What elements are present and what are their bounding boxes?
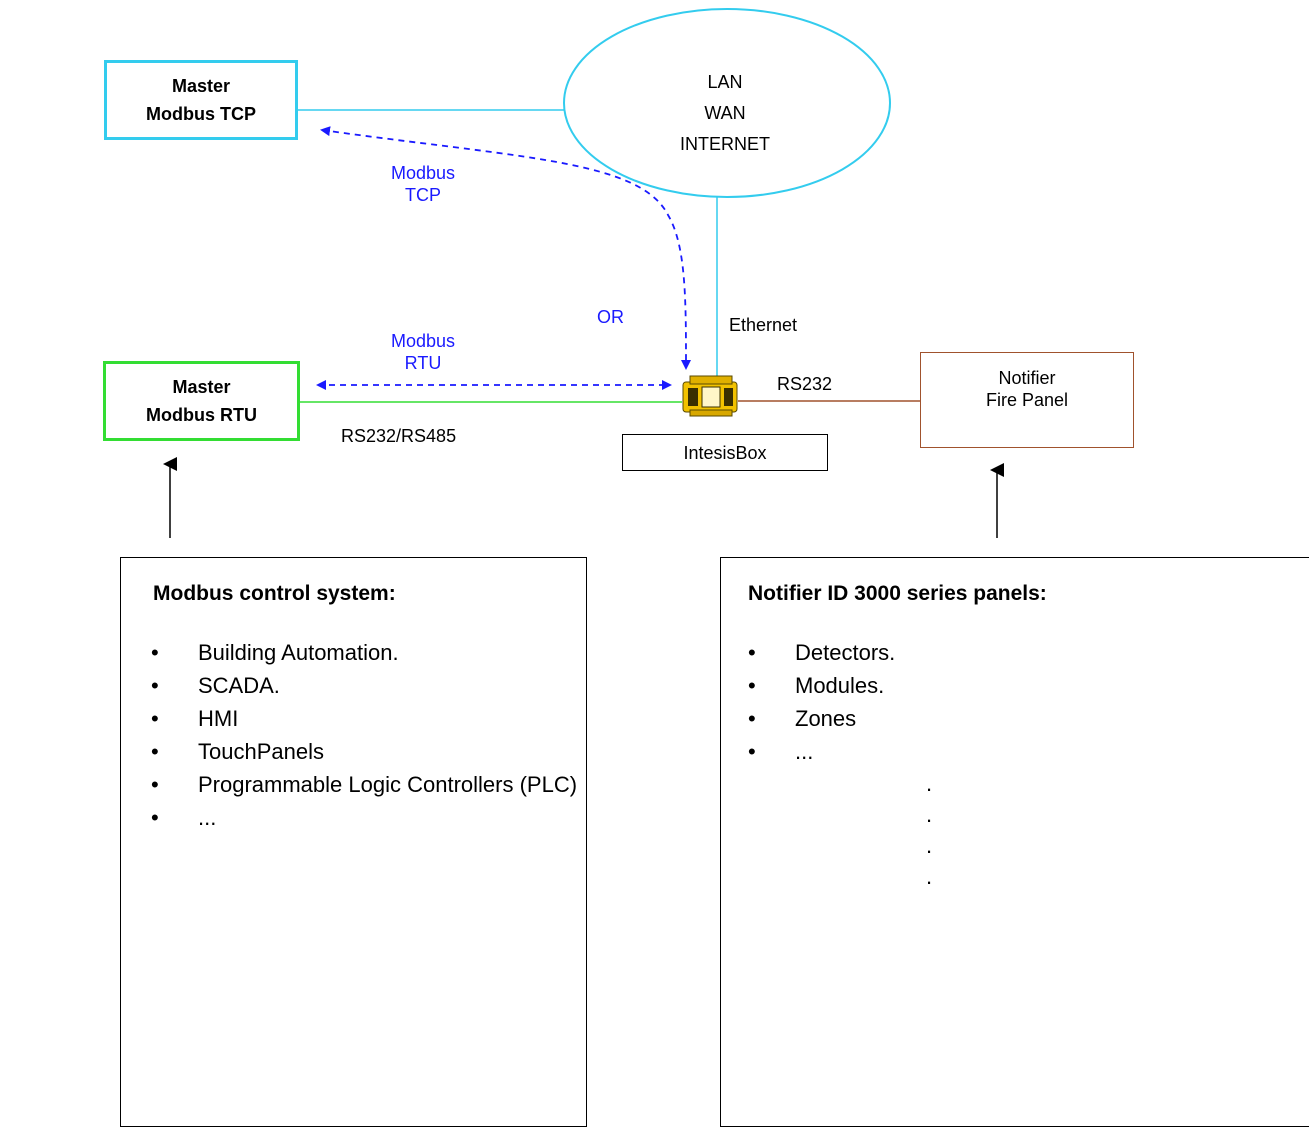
intesisbox-label: IntesisBox	[683, 442, 767, 463]
list-item-text: Building Automation.	[198, 640, 399, 665]
modbus-tcp-arrow	[320, 126, 691, 370]
notifier-panels-panel: Notifier ID 3000 series panels: • Detecto…	[720, 557, 1309, 1127]
rs232-rs485-label: RS232/RS485	[341, 426, 457, 446]
network-cloud-label: LAN WAN INTERNET	[640, 65, 810, 161]
list-item: • Programmable Logic Controllers (PLC)	[151, 768, 577, 801]
bullet-icon: •	[748, 640, 756, 665]
master-tcp-line1: Master	[171, 76, 231, 96]
master-modbus-tcp-box: Master Modbus TCP	[104, 60, 298, 140]
bullet-icon: •	[748, 706, 756, 731]
modbus-rtu-label-line2: RTU	[404, 353, 442, 373]
list-item: • Modules.	[748, 669, 895, 702]
intesisbox-label-box: IntesisBox	[622, 434, 828, 471]
dot: .	[926, 864, 933, 889]
network-internet: INTERNET	[680, 133, 770, 154]
ethernet-label: Ethernet	[729, 315, 798, 335]
network-cloud	[563, 8, 891, 198]
list-item-text: Zones	[795, 706, 857, 731]
modbus-control-system-list: • Building Automation. • SCADA. • HMI • Touc…	[151, 636, 577, 834]
network-lan: LAN	[707, 71, 743, 92]
master-modbus-rtu-box: Master Modbus RTU	[103, 361, 300, 441]
intesisbox-device-icon	[682, 375, 738, 417]
list-item: • Building Automation.	[151, 636, 577, 669]
bullet-icon: •	[151, 640, 159, 665]
bullet-icon: •	[151, 805, 159, 830]
dot: .	[926, 771, 933, 796]
bullet-icon: •	[151, 673, 159, 698]
continuation-dots: . . . .	[926, 768, 932, 892]
master-tcp-line2: Modbus TCP	[146, 104, 256, 124]
bullet-icon: •	[748, 739, 756, 764]
list-item-text: SCADA.	[198, 673, 280, 698]
bullet-icon: •	[748, 673, 756, 698]
list-item-text: Modules.	[795, 673, 885, 698]
bullet-icon: •	[151, 772, 159, 797]
list-item: • Detectors.	[748, 636, 895, 669]
list-item-text: ...	[795, 739, 814, 764]
dot: .	[926, 802, 933, 827]
list-item-text: ...	[198, 805, 217, 830]
master-rtu-line1: Master	[172, 377, 231, 397]
network-wan: WAN	[704, 102, 746, 123]
modbus-control-system-title: Modbus control system:	[153, 582, 396, 605]
bullet-icon: •	[151, 739, 159, 764]
list-item-text: Detectors.	[795, 640, 896, 665]
notifier-fire-panel-box: Notifier Fire Panel	[920, 352, 1134, 448]
list-item: •...	[748, 735, 895, 768]
notifier-line2: Fire Panel	[985, 390, 1069, 410]
list-item-text: HMI	[198, 706, 239, 731]
modbus-tcp-label: Modbus TCP	[378, 162, 468, 206]
notifier-panels-title: Notifier ID 3000 series panels:	[748, 582, 1047, 605]
list-item: • HMI	[151, 702, 577, 735]
modbus-rtu-label: Modbus RTU	[378, 330, 468, 374]
bullet-icon: •	[151, 706, 159, 731]
modbus-rtu-label-line1: Modbus	[390, 331, 456, 351]
modbus-control-system-panel: Modbus control system: • Building Automat…	[120, 557, 587, 1127]
modbus-tcp-label-line1: Modbus	[390, 163, 456, 183]
modbus-tcp-label-line2: TCP	[405, 185, 441, 205]
master-rtu-line2: Modbus RTU	[146, 405, 257, 425]
list-item: •...	[151, 801, 577, 834]
or-label: OR	[597, 307, 624, 327]
list-item: • TouchPanels	[151, 735, 577, 768]
list-item-text: TouchPanels	[198, 739, 324, 764]
list-item-text: Programmable Logic Controllers (PLC)	[198, 772, 578, 797]
rs232-label: RS232	[777, 374, 833, 394]
notifier-panels-list: • Detectors. • Modules. • Zones •...	[748, 636, 895, 768]
dot: .	[926, 833, 933, 858]
list-item: • SCADA.	[151, 669, 577, 702]
notifier-line1: Notifier	[998, 368, 1056, 388]
list-item: • Zones	[748, 702, 895, 735]
